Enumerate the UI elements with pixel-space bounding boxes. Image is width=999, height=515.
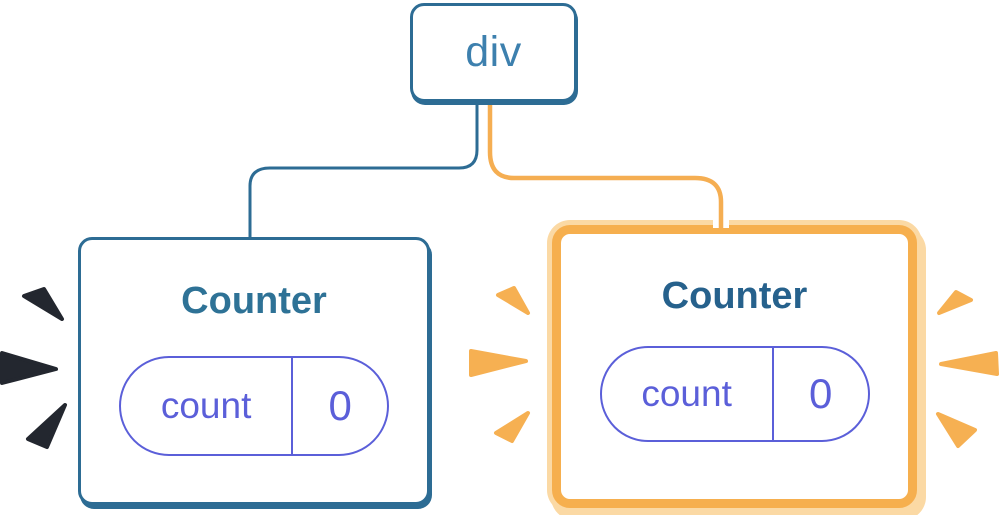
state-key-label: count (121, 358, 294, 454)
state-pill: count 0 (599, 346, 870, 442)
counter-title: Counter (661, 275, 808, 317)
counter-card-right-highlighted: Counter count 0 (552, 225, 917, 508)
counter-card-left: Counter count 0 (78, 237, 430, 505)
connector-blue-edge (248, 98, 479, 239)
state-value: 0 (808, 370, 833, 417)
spark-icon (0, 351, 58, 385)
spark-group-right-orange (936, 290, 999, 448)
spark-icon (22, 287, 64, 321)
spark-group-middle-orange (469, 286, 530, 443)
counter-title: Counter (181, 280, 327, 322)
spark-icon (496, 286, 530, 315)
root-node-div: div (410, 3, 577, 102)
root-node-label: div (465, 28, 522, 76)
spark-icon (26, 403, 67, 449)
spark-icon (494, 411, 530, 443)
spark-icon (939, 351, 999, 376)
spark-group-left-dark (0, 287, 67, 449)
spark-icon (937, 290, 973, 315)
spark-icon (936, 412, 977, 448)
connector-orange-casing (482, 101, 729, 228)
spark-icon (469, 349, 528, 377)
state-pill: count 0 (119, 356, 389, 456)
connector-orange-edge (487, 101, 724, 229)
state-key-label: count (602, 348, 774, 440)
state-value: 0 (328, 382, 352, 429)
